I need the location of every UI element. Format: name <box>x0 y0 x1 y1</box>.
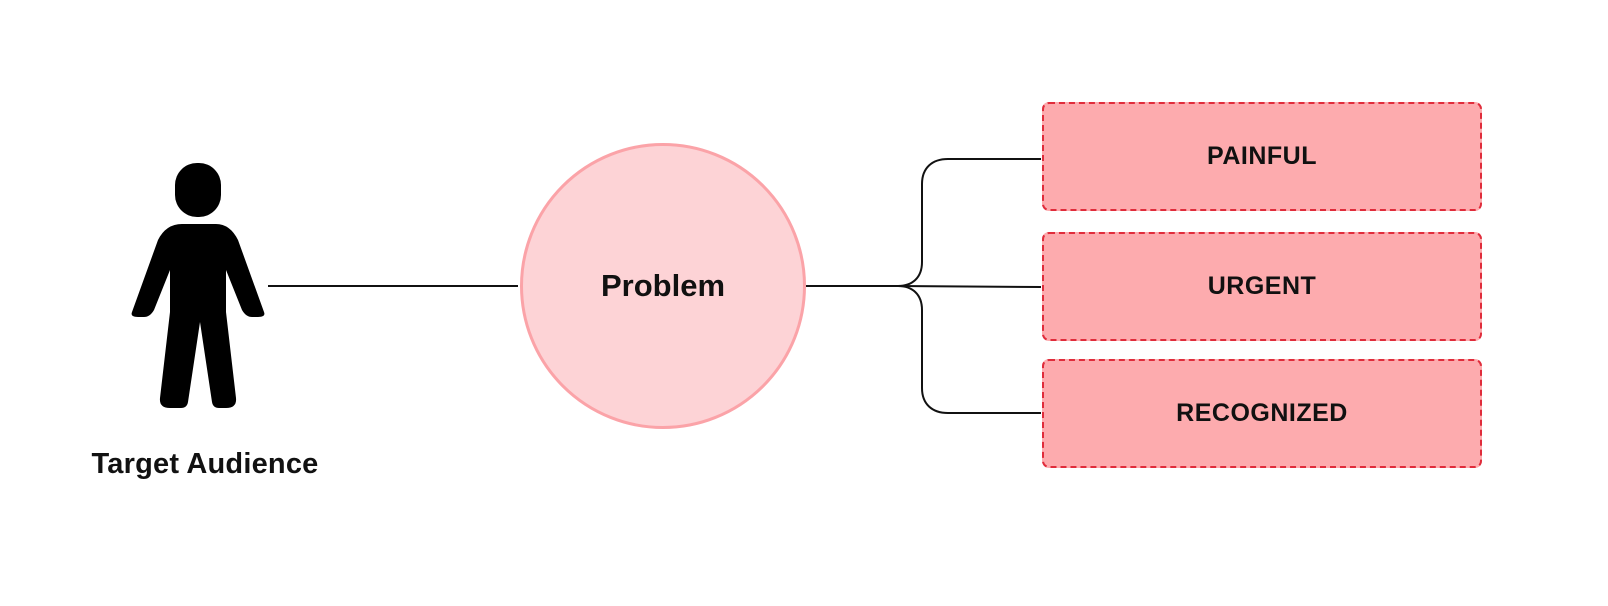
person-icon <box>130 162 270 412</box>
attribute-box-urgent: URGENT <box>1042 232 1482 341</box>
attribute-box-painful: PAINFUL <box>1042 102 1482 211</box>
target-audience-label: Target Audience <box>91 448 319 480</box>
attribute-label: RECOGNIZED <box>1176 399 1348 427</box>
problem-bracket-connector <box>897 285 1041 414</box>
attribute-label: URGENT <box>1207 272 1317 300</box>
attribute-box-recognized: RECOGNIZED <box>1042 359 1482 468</box>
attribute-label: PAINFUL <box>1207 142 1317 170</box>
problem-bracket-connector <box>806 158 1041 287</box>
problem-node: Problem <box>520 143 806 429</box>
problem-label: Problem <box>600 268 726 303</box>
problem-urgent-connector <box>897 285 1042 288</box>
